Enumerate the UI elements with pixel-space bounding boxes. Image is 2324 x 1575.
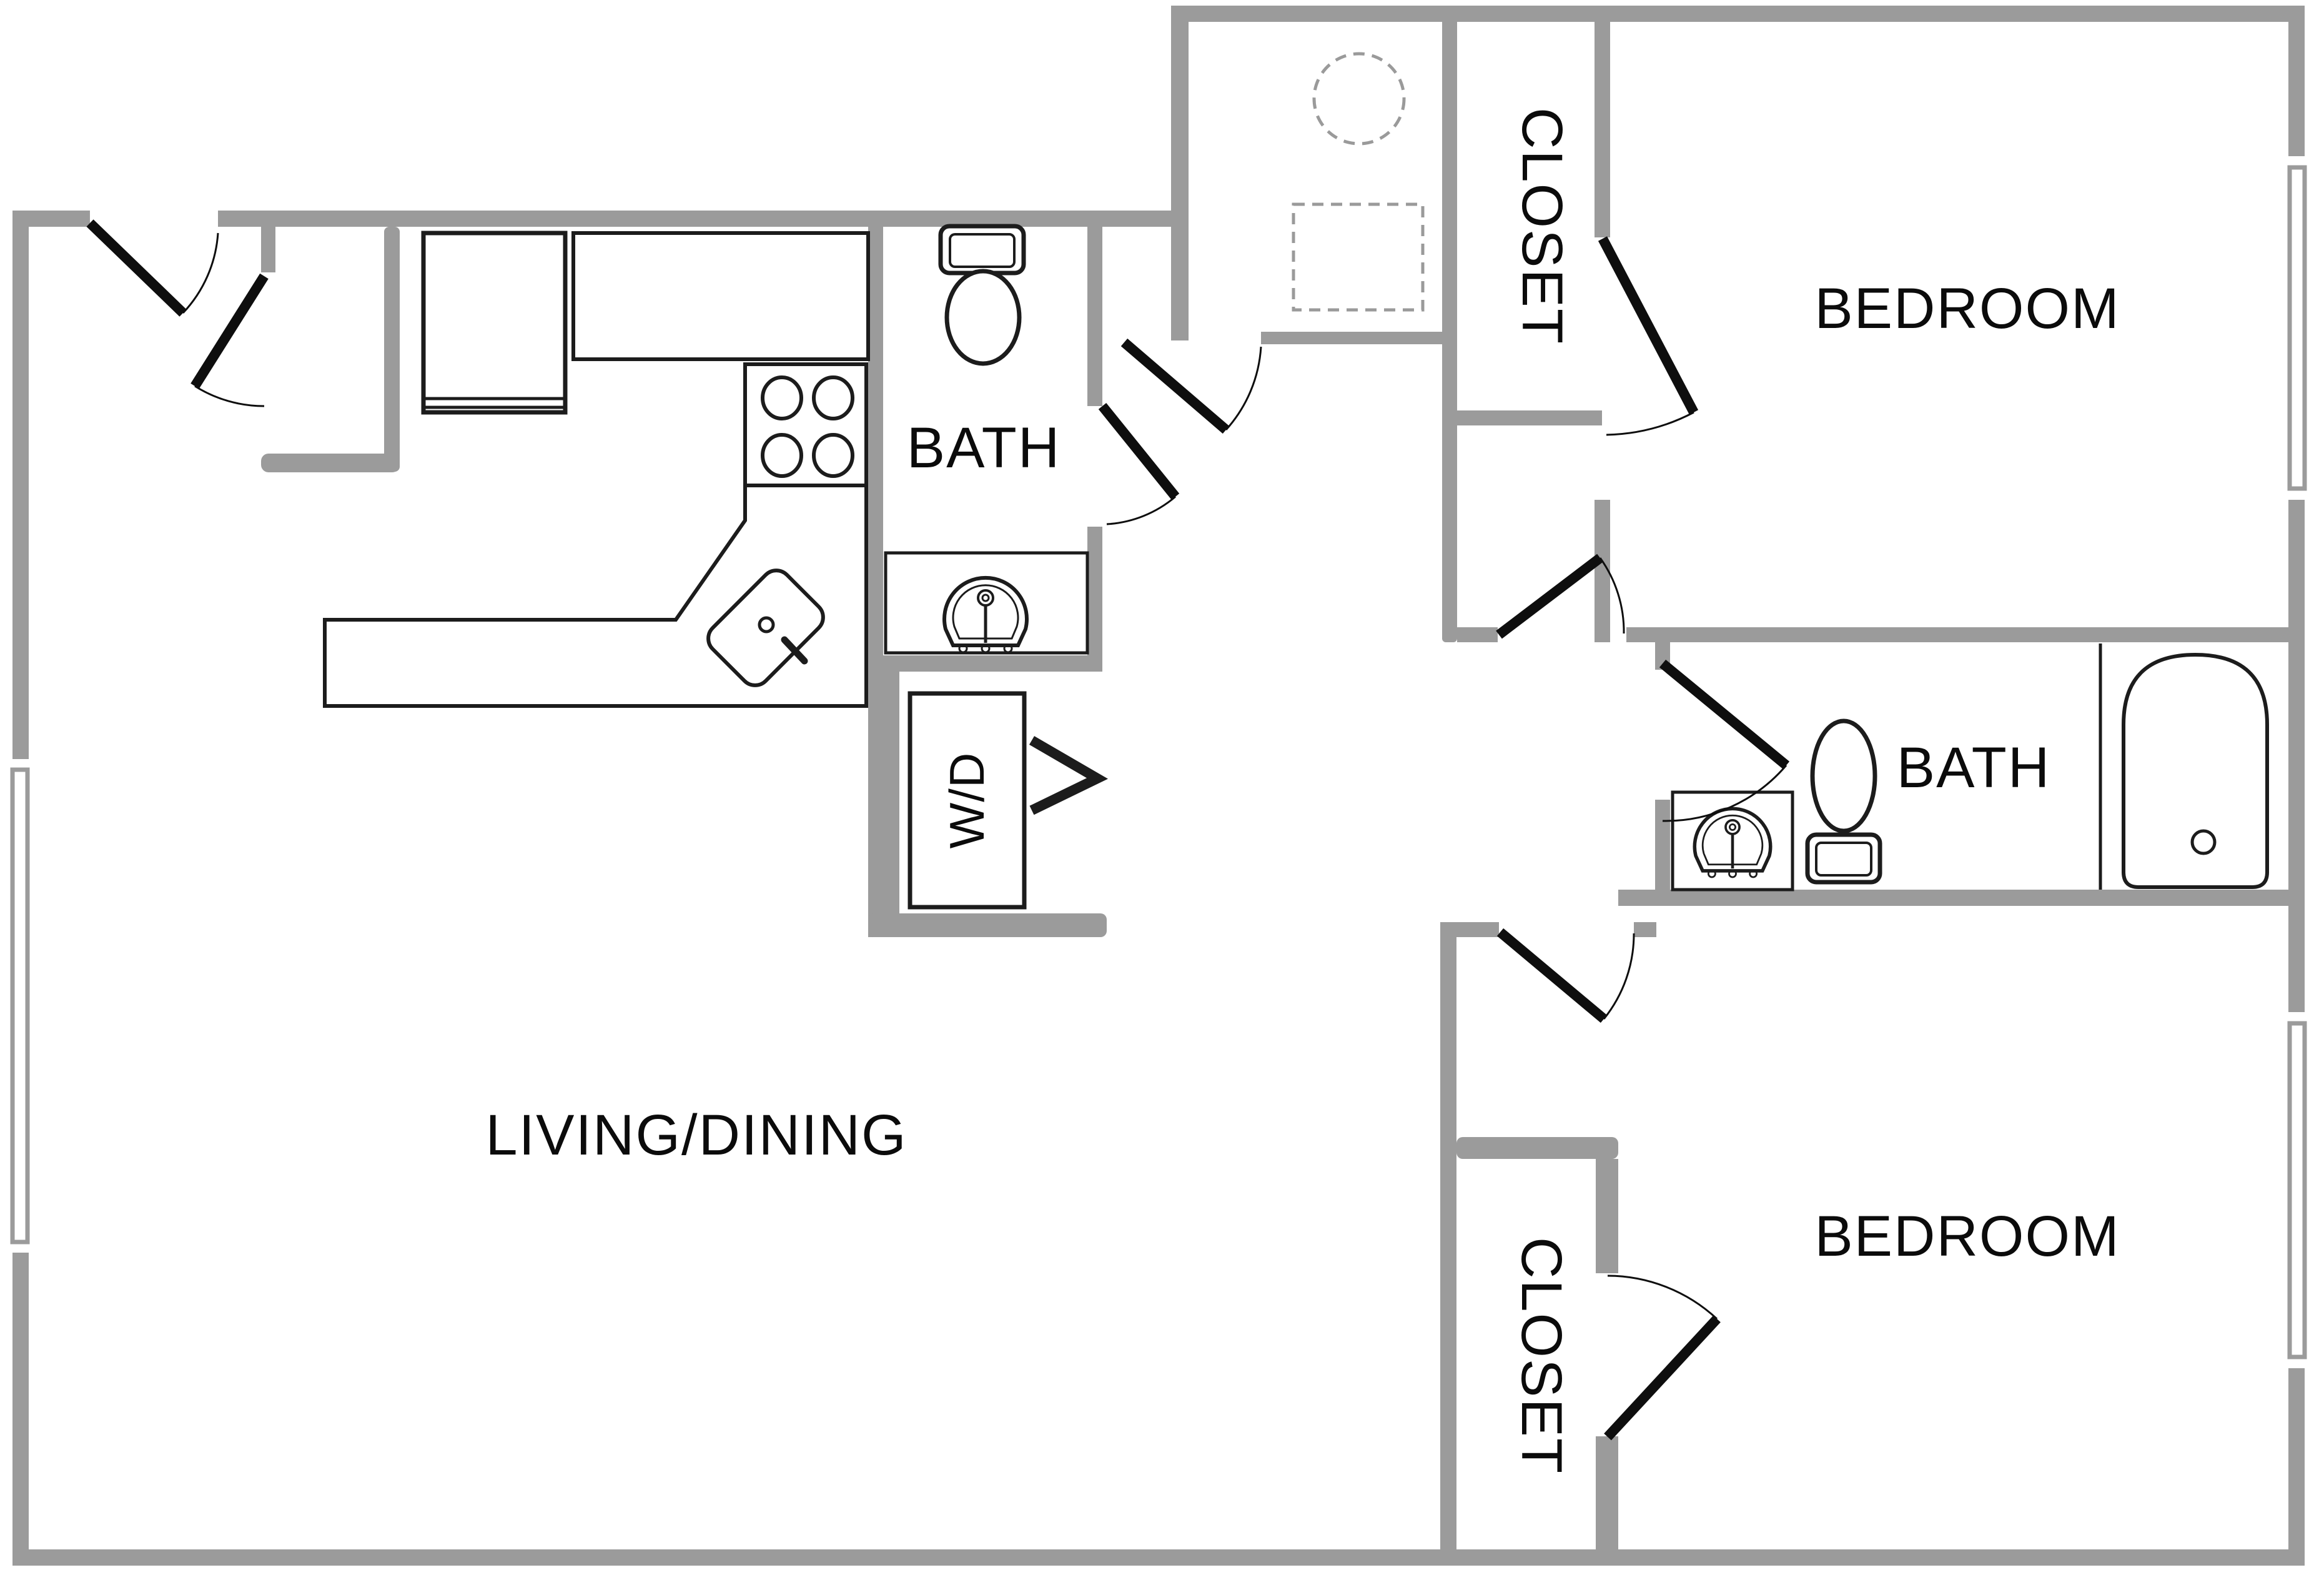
water-heater-dashed	[1312, 52, 1406, 146]
label-closet-bottom: CLOSET	[1510, 1237, 1573, 1474]
wall-closet2-top	[1456, 1137, 1618, 1159]
stove	[743, 362, 868, 487]
tub-drain	[2190, 829, 2217, 855]
interior-walls	[261, 6, 2288, 1565]
wall-top-left-a	[12, 211, 90, 227]
wall-bottom	[12, 1549, 2305, 1566]
wall-closet1-bottom	[1456, 410, 1602, 425]
wall-bath1-left	[868, 227, 883, 672]
wall-closet2-right-lower	[1596, 1436, 1618, 1565]
label-bath-main: BATH	[907, 416, 1061, 480]
wall-top-right	[1171, 6, 2305, 22]
label-washer-dryer: W/D	[939, 752, 994, 849]
kitchen-faucet	[758, 616, 775, 633]
label-bedroom-top: BEDROOM	[1814, 277, 2120, 340]
wall-closet2-left	[1440, 937, 1456, 1565]
kitchen-counter-top	[571, 231, 870, 361]
label-bath-second: BATH	[1897, 736, 2051, 800]
wall-hall-left	[1442, 6, 1457, 642]
refrigerator	[421, 231, 568, 415]
burner	[812, 375, 854, 420]
bedroom-top-door	[1496, 554, 1625, 639]
room-labels: LIVING/DINING BATH BATH BEDROOM BEDROOM …	[485, 107, 2120, 1474]
label-closet-top: CLOSET	[1510, 107, 1574, 345]
closet-top-door	[1598, 236, 1699, 436]
wall-hall-south-right	[1634, 922, 1656, 937]
wall-hall-south-left	[1440, 922, 1499, 937]
doors	[86, 219, 1790, 1441]
wall-bath1-right-upper	[1087, 227, 1102, 406]
windows	[6, 156, 2312, 1368]
window-living-left	[6, 759, 35, 1253]
wall-laundry-left	[868, 672, 899, 937]
wall-top-left-b	[218, 211, 1174, 227]
burner	[812, 433, 854, 478]
label-bedroom-bottom: BEDROOM	[1814, 1205, 2120, 1268]
kitchen	[323, 231, 870, 708]
hvac-pad-dashed	[1292, 202, 1425, 312]
toilet-main	[938, 224, 1026, 366]
sink-second	[1693, 807, 1773, 878]
utility-room	[1292, 52, 1425, 312]
wall-laundry-bottom	[868, 913, 1107, 937]
wall-hall-top-a	[1457, 627, 1498, 642]
sink-main	[942, 575, 1029, 653]
wall-closet1-right	[1595, 6, 1610, 237]
wall-bath2-west-lower	[1655, 800, 1670, 906]
wall-closet2-right-upper	[1596, 1159, 1618, 1273]
bath-second-door	[1659, 659, 1790, 822]
wall-bath1-bottom	[883, 655, 1102, 672]
laundry	[907, 691, 1109, 910]
window-bedroom-bottom	[2283, 1012, 2312, 1368]
kitchen-sink	[706, 569, 825, 687]
bathtub	[2122, 652, 2269, 889]
wall-bath1-right-lower	[1087, 527, 1102, 672]
wall-bath2-bottom	[1618, 890, 2288, 906]
bath-main-fixtures	[884, 224, 1089, 655]
washer-dryer-unit	[907, 691, 1027, 910]
bath-second-fixtures	[1671, 643, 2269, 892]
toilet-second	[1805, 718, 1882, 885]
burner	[761, 375, 803, 420]
entry-door	[86, 219, 269, 407]
hall-door	[1496, 928, 1635, 1023]
bath-main-door	[1098, 402, 1180, 525]
bifold-door	[1029, 736, 1109, 815]
wall-vestibule-nub	[261, 454, 400, 472]
label-living-dining: LIVING/DINING	[485, 1103, 907, 1167]
wall-utility-bottom	[1261, 332, 1442, 344]
burner	[761, 433, 803, 478]
wall-bedroom1-south	[1626, 627, 2288, 642]
utility-door	[1120, 338, 1262, 434]
wall-vestibule-right	[384, 227, 400, 472]
window-bedroom-top	[2283, 156, 2312, 500]
wall-utility-left	[1171, 6, 1189, 340]
bedroom-bottom-door	[1604, 1274, 1721, 1441]
wall-entry-stub	[261, 227, 275, 272]
kitchen-faucet-handle	[781, 636, 808, 665]
